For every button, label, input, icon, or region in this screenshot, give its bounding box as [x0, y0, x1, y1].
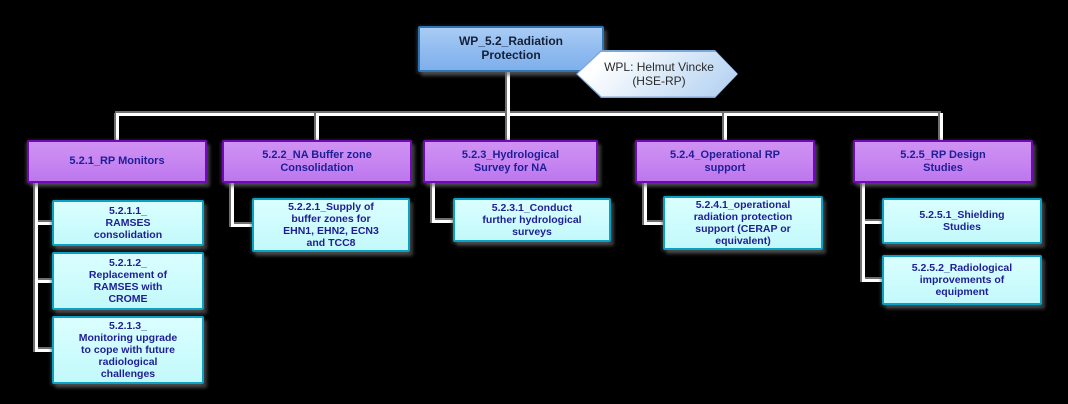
child-node-5-2-2-1: 5.2.2.1_Supply of buffer zones for EHN1,… — [252, 198, 410, 252]
connector-main-bar — [115, 111, 941, 116]
branch-node-5-2-2: 5.2.2_NA Buffer zone Consolidation — [222, 140, 412, 183]
child-node-5-2-3-1: 5.2.3.1_Conduct further hydrological sur… — [453, 198, 611, 242]
branch-node-5-2-3: 5.2.3_Hydrological Survey for NA — [423, 140, 598, 183]
child-node-5-2-5-2: 5.2.5.2_Radiological improvements of equ… — [882, 255, 1042, 305]
branch-node-5-2-4: 5.2.4_Operational RP support — [635, 140, 815, 183]
connector-drop-branch-4 — [722, 113, 727, 140]
connector-drop-branch-5 — [938, 113, 943, 140]
connector-branch2-trunk — [229, 183, 234, 227]
connector-branch5-trunk — [860, 183, 865, 282]
connector-branch2-child1 — [231, 222, 252, 227]
connector-branch5-child2 — [862, 277, 882, 282]
connector-branch1-trunk — [33, 183, 38, 352]
wpl-banner-label: WPL: Helmut Vincke (HSE-RP) — [577, 51, 737, 97]
connector-branch3-trunk — [430, 183, 435, 223]
child-node-5-2-4-1: 5.2.4.1_operational radiation protection… — [663, 196, 823, 250]
child-node-5-2-1-2: 5.2.1.2_ Replacement of RAMSES with CROM… — [52, 252, 204, 310]
connector-branch1-child2 — [35, 278, 52, 283]
connector-drop-branch-2 — [314, 113, 319, 140]
branch-node-5-2-1: 5.2.1_RP Monitors — [27, 140, 207, 183]
connector-branch5-child1 — [862, 219, 882, 224]
branch-node-5-2-5: 5.2.5_RP Design Studies — [853, 140, 1033, 183]
connector-root-trunk — [505, 72, 510, 140]
wpl-banner-arrow: WPL: Helmut Vincke (HSE-RP) — [576, 50, 738, 98]
child-node-5-2-1-3: 5.2.1.3_ Monitoring upgrade to cope with… — [52, 316, 204, 384]
connector-branch4-trunk — [642, 183, 647, 225]
connector-branch3-child1 — [432, 218, 453, 223]
root-node-wp-5-2: WP_5.2_Radiation Protection — [418, 26, 604, 72]
child-node-5-2-5-1: 5.2.5.1_Shielding Studies — [882, 198, 1042, 244]
connector-branch1-child1 — [35, 220, 52, 225]
connector-branch4-child1 — [644, 220, 663, 225]
connector-branch1-child3 — [35, 347, 52, 352]
connector-drop-branch-1 — [114, 113, 119, 140]
child-node-5-2-1-1: 5.2.1.1_ RAMSES consolidation — [52, 200, 204, 246]
